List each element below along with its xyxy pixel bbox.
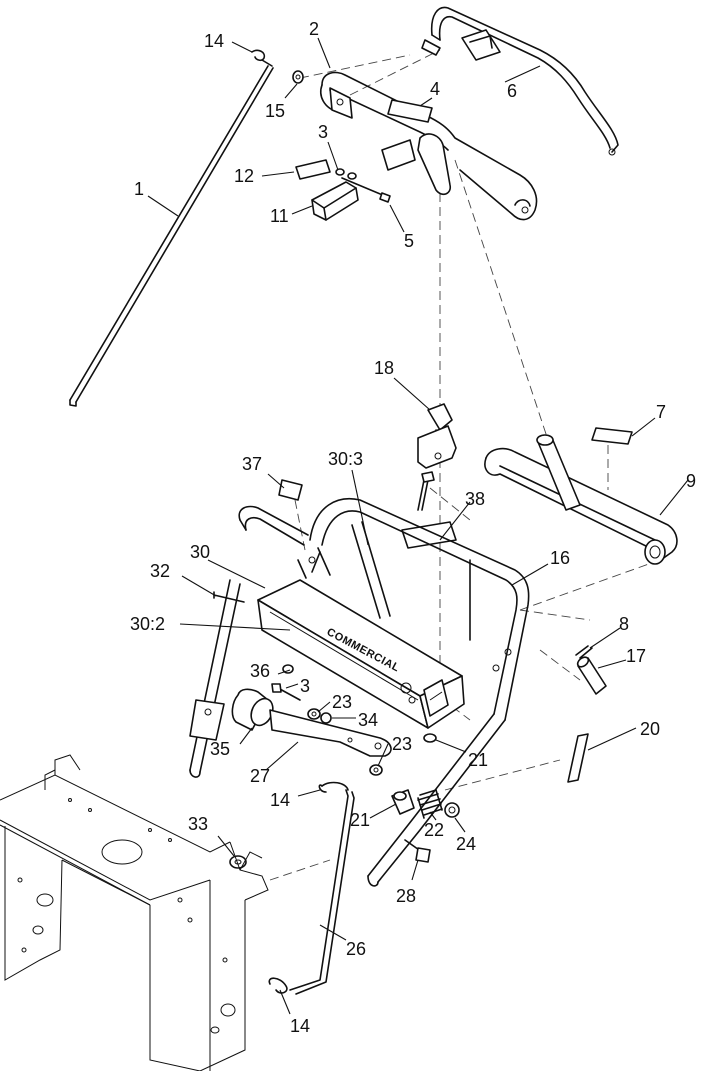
part-28-bolt xyxy=(404,839,431,863)
callout-27: 27 xyxy=(250,766,270,786)
callout-7: 7 xyxy=(656,402,666,422)
callout-4: 4 xyxy=(430,79,440,99)
callout-16: 16 xyxy=(550,548,570,568)
callout-3: 3 xyxy=(318,122,328,142)
callout-5: 5 xyxy=(404,231,414,251)
part-37-decal xyxy=(278,479,303,501)
part-22-spring xyxy=(417,789,443,819)
part-1-rod xyxy=(69,59,274,407)
part-21-spacer-b xyxy=(391,789,415,815)
callout-34: 34 xyxy=(358,710,378,730)
part-9-bail-assembly xyxy=(484,434,678,565)
part-33-nut xyxy=(229,855,247,869)
part-16-handle-frame xyxy=(189,498,530,887)
callout-30-2: 30:2 xyxy=(130,614,165,634)
callout-30: 30 xyxy=(190,542,210,562)
callout-12: 12 xyxy=(234,166,254,186)
part-21-spacer-a xyxy=(423,733,437,743)
part-27-link xyxy=(269,709,392,757)
part-18-lever xyxy=(417,403,457,511)
part-17-pin xyxy=(576,656,607,695)
part-14-clip-top xyxy=(251,49,266,62)
part-6-bail xyxy=(421,6,619,156)
part-23-washer-b xyxy=(369,764,383,776)
callout-23a: 23 xyxy=(332,692,352,712)
part-14-clip-mid xyxy=(318,784,327,793)
callout-32: 32 xyxy=(150,561,170,581)
part-26-rod xyxy=(289,781,355,995)
callout-labels: 14 2 6 4 15 3 1 12 11 5 18 7 9 37 30:3 3… xyxy=(130,19,696,1036)
callout-24: 24 xyxy=(456,834,476,854)
callout-6: 6 xyxy=(507,81,517,101)
callout-28: 28 xyxy=(396,886,416,906)
part-30-control-panel: COMMERCIAL xyxy=(257,547,465,729)
callout-21a: 21 xyxy=(468,750,488,770)
part-3-washer-top xyxy=(335,168,357,180)
part-23-washer-a xyxy=(307,708,321,720)
callout-2: 2 xyxy=(309,19,319,39)
callout-37: 37 xyxy=(242,454,262,474)
part-32-pin xyxy=(213,591,245,603)
callout-26: 26 xyxy=(346,939,366,959)
part-8-pin xyxy=(575,645,593,659)
callout-14c: 14 xyxy=(290,1016,310,1036)
part-12-decal xyxy=(295,159,331,180)
leader-lines xyxy=(147,37,689,1015)
callout-23b: 23 xyxy=(392,734,412,754)
part-7-decal xyxy=(591,427,633,445)
callout-30-3: 30:3 xyxy=(328,449,363,469)
callout-11: 11 xyxy=(270,206,289,226)
part-5-bolt xyxy=(341,139,416,203)
part-36-bolt xyxy=(271,683,301,701)
callout-33: 33 xyxy=(188,814,208,834)
deck-frame xyxy=(0,754,269,1071)
callout-3b: 3 xyxy=(300,676,310,696)
callout-8: 8 xyxy=(619,614,629,634)
part-24-nut xyxy=(444,802,460,818)
callout-36: 36 xyxy=(250,661,270,681)
part-38-decal xyxy=(401,521,457,549)
callout-20: 20 xyxy=(640,719,660,739)
callout-14b: 14 xyxy=(270,790,290,810)
callout-17: 17 xyxy=(626,646,646,666)
callout-21b: 21 xyxy=(350,810,370,830)
callout-38: 38 xyxy=(465,489,485,509)
part-34-nut xyxy=(320,712,332,724)
part-11-channel xyxy=(311,181,359,221)
part-20-grip xyxy=(567,733,589,783)
callout-22: 22 xyxy=(424,820,444,840)
part-2-upper-bar xyxy=(320,71,538,221)
callout-1: 1 xyxy=(134,179,144,199)
part-14-clip-bottom xyxy=(268,977,288,994)
callout-9: 9 xyxy=(686,471,696,491)
part-15-bushing xyxy=(292,70,304,84)
callout-18: 18 xyxy=(374,358,394,378)
callout-15: 15 xyxy=(265,101,285,121)
alignment-lines xyxy=(269,49,661,881)
callout-14: 14 xyxy=(204,31,224,51)
callout-35: 35 xyxy=(210,739,230,759)
part-4-decal xyxy=(387,99,433,123)
